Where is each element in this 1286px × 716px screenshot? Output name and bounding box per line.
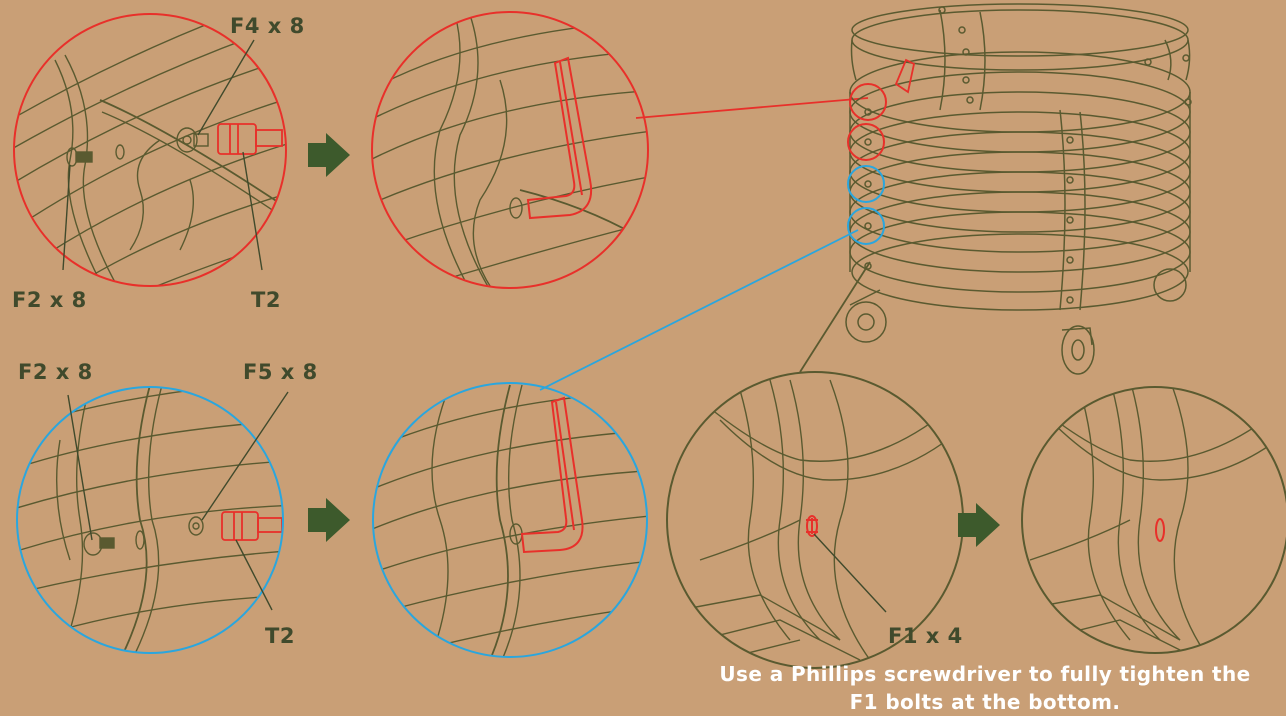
label-t2-blue: T2: [265, 624, 295, 648]
arrow-right-icon: [958, 503, 1000, 547]
arrow-right-icon: [308, 498, 350, 542]
detail-circle-blue-2: [372, 382, 648, 658]
arrow-right-icon: [308, 133, 350, 177]
label-t2-red: T2: [251, 288, 281, 312]
caption-line-1: Use a Phillips screwdriver to fully tigh…: [719, 662, 1251, 686]
instruction-caption: Use a Phillips screwdriver to fully tigh…: [690, 660, 1280, 716]
label-f1: F1 x 4: [888, 624, 963, 648]
label-f2-blue: F2 x 8: [18, 360, 93, 384]
label-f5-blue: F5 x 8: [243, 360, 318, 384]
label-f4-red: F4 x 8: [230, 14, 305, 38]
detail-circle-blue-1: [16, 386, 289, 654]
detail-circle-red-2: [371, 11, 649, 289]
caption-line-2: F1 bolts at the bottom.: [849, 690, 1121, 714]
label-f2-red: F2 x 8: [12, 288, 87, 312]
detail-circle-red-1: [13, 13, 287, 287]
planter-assembly: [845, 3, 1192, 375]
detail-circle-f1-tightened: [1021, 386, 1286, 654]
